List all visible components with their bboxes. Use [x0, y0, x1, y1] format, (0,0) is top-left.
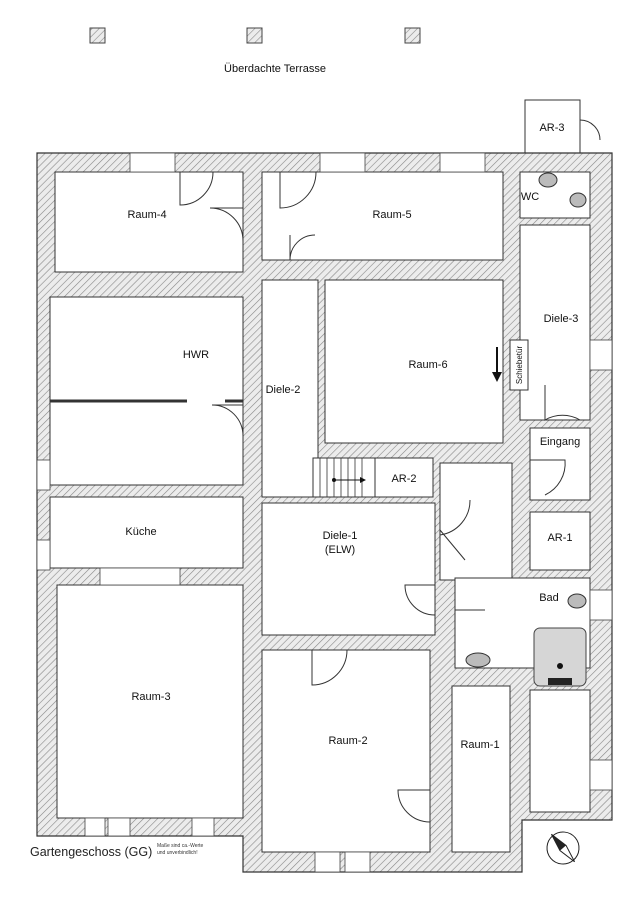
- label-ar2: AR-2: [391, 473, 416, 485]
- label-raum4: Raum-4: [127, 209, 166, 221]
- stairs: [312, 457, 376, 498]
- label-diele3: Diele-3: [544, 313, 579, 325]
- room-storage: [439, 462, 513, 581]
- label-raum5: Raum-5: [372, 209, 411, 221]
- room-side: [529, 689, 591, 813]
- toilet-icon: [465, 652, 491, 668]
- room-diele3: [519, 224, 591, 421]
- stair-arrow-icon: [332, 477, 366, 483]
- terrace-post: [404, 27, 421, 44]
- toilet-icon: [538, 172, 558, 188]
- room-raum5: [261, 171, 504, 261]
- terrace-label: Überdachte Terrasse: [224, 63, 326, 75]
- room-raum1: [451, 685, 511, 853]
- floor-name: Gartengeschoss (GG): [30, 845, 152, 859]
- label-raum6: Raum-6: [408, 359, 447, 371]
- sliding-door-label: Schiebetür: [515, 346, 524, 385]
- room-hwr: [49, 296, 244, 486]
- rooms: [49, 171, 591, 853]
- disclaimer-line2: und unverbindlich!: [157, 850, 198, 856]
- room-diele1: [261, 502, 436, 636]
- room-ar3: [524, 99, 581, 156]
- room-raum3: [56, 584, 244, 819]
- north-arrow-icon: [546, 831, 580, 865]
- label-eingang: Eingang: [540, 436, 580, 448]
- label-bad: Bad: [539, 592, 559, 604]
- arrow-down-icon: [492, 347, 502, 382]
- room-raum6: [324, 279, 504, 444]
- room-eingang: [529, 427, 591, 501]
- sink-icon: [567, 593, 587, 609]
- terrace-post: [89, 27, 106, 44]
- door-icon: [579, 119, 601, 141]
- windows: [36, 152, 613, 873]
- room-kueche: [49, 496, 244, 569]
- label-wc: WC: [521, 191, 539, 203]
- shower-icon: [533, 627, 587, 687]
- label-ar1: AR-1: [547, 532, 572, 544]
- label-kueche: Küche: [125, 526, 156, 538]
- label-hwr: HWR: [183, 349, 209, 361]
- terrace-post: [246, 27, 263, 44]
- room-ar1: [529, 511, 591, 571]
- label-diele1: Diele-1: [323, 530, 358, 542]
- label-diele1-sub: (ELW): [325, 544, 355, 556]
- label-raum1: Raum-1: [460, 739, 499, 751]
- room-raum4: [54, 171, 244, 273]
- sink-icon: [569, 192, 587, 208]
- room-diele2: [261, 279, 319, 498]
- label-ar3: AR-3: [539, 122, 564, 134]
- sliding-door: [509, 339, 529, 391]
- room-raum2: [261, 649, 431, 853]
- disclaimer-line1: Maße sind ca.-Werte: [157, 843, 204, 849]
- stair-treads: [319, 458, 363, 497]
- room-ar2: [374, 457, 434, 498]
- label-raum3: Raum-3: [131, 691, 170, 703]
- label-diele2: Diele-2: [266, 384, 301, 396]
- doors: [179, 171, 581, 823]
- label-raum2: Raum-2: [328, 735, 367, 747]
